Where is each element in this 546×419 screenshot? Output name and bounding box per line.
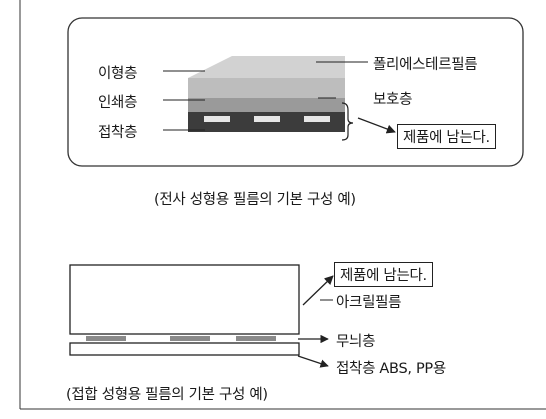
label-remains-on-product-2: 제품에 남는다.	[334, 262, 433, 287]
print-layer-shape	[188, 98, 345, 112]
arrow-adhesive	[297, 355, 329, 368]
caption-transfer-film: (전사 성형용 필름의 기본 구성 예)	[154, 192, 356, 208]
label-adhesive-abs-pp: 접착층 ABS, PP용	[336, 361, 446, 377]
caption-lamination-film: (접합 성형용 필름의 기본 구성 예)	[66, 387, 268, 403]
polyester-film-layer	[188, 56, 345, 78]
brace	[341, 102, 354, 141]
release-layer-shape	[188, 78, 345, 98]
arrow-to-product-1	[357, 117, 396, 134]
acrylic-film-shape	[69, 264, 300, 335]
pattern-spot	[204, 116, 230, 122]
pattern-strip	[170, 336, 210, 341]
pattern-spot	[304, 116, 330, 122]
pattern-strip	[86, 336, 126, 341]
label-adhesive-layer: 접착층	[98, 125, 138, 141]
adhesive-bottom-shape	[69, 342, 300, 356]
pattern-spot	[254, 116, 280, 122]
label-remains-on-product-1: 제품에 남는다.	[397, 124, 496, 149]
label-release-layer: 이형층	[98, 66, 138, 82]
arrow-to-product-2	[302, 275, 334, 306]
label-protective-layer: 보호층	[373, 92, 413, 108]
label-pattern-layer: 무늬층	[336, 334, 376, 350]
pattern-strip	[236, 336, 276, 341]
label-polyester-film: 폴리에스테르필름	[373, 57, 478, 73]
label-acrylic-film: 아크릴필름	[336, 295, 402, 311]
label-print-layer: 인쇄층	[98, 95, 138, 111]
diagram1-frame	[67, 17, 524, 167]
